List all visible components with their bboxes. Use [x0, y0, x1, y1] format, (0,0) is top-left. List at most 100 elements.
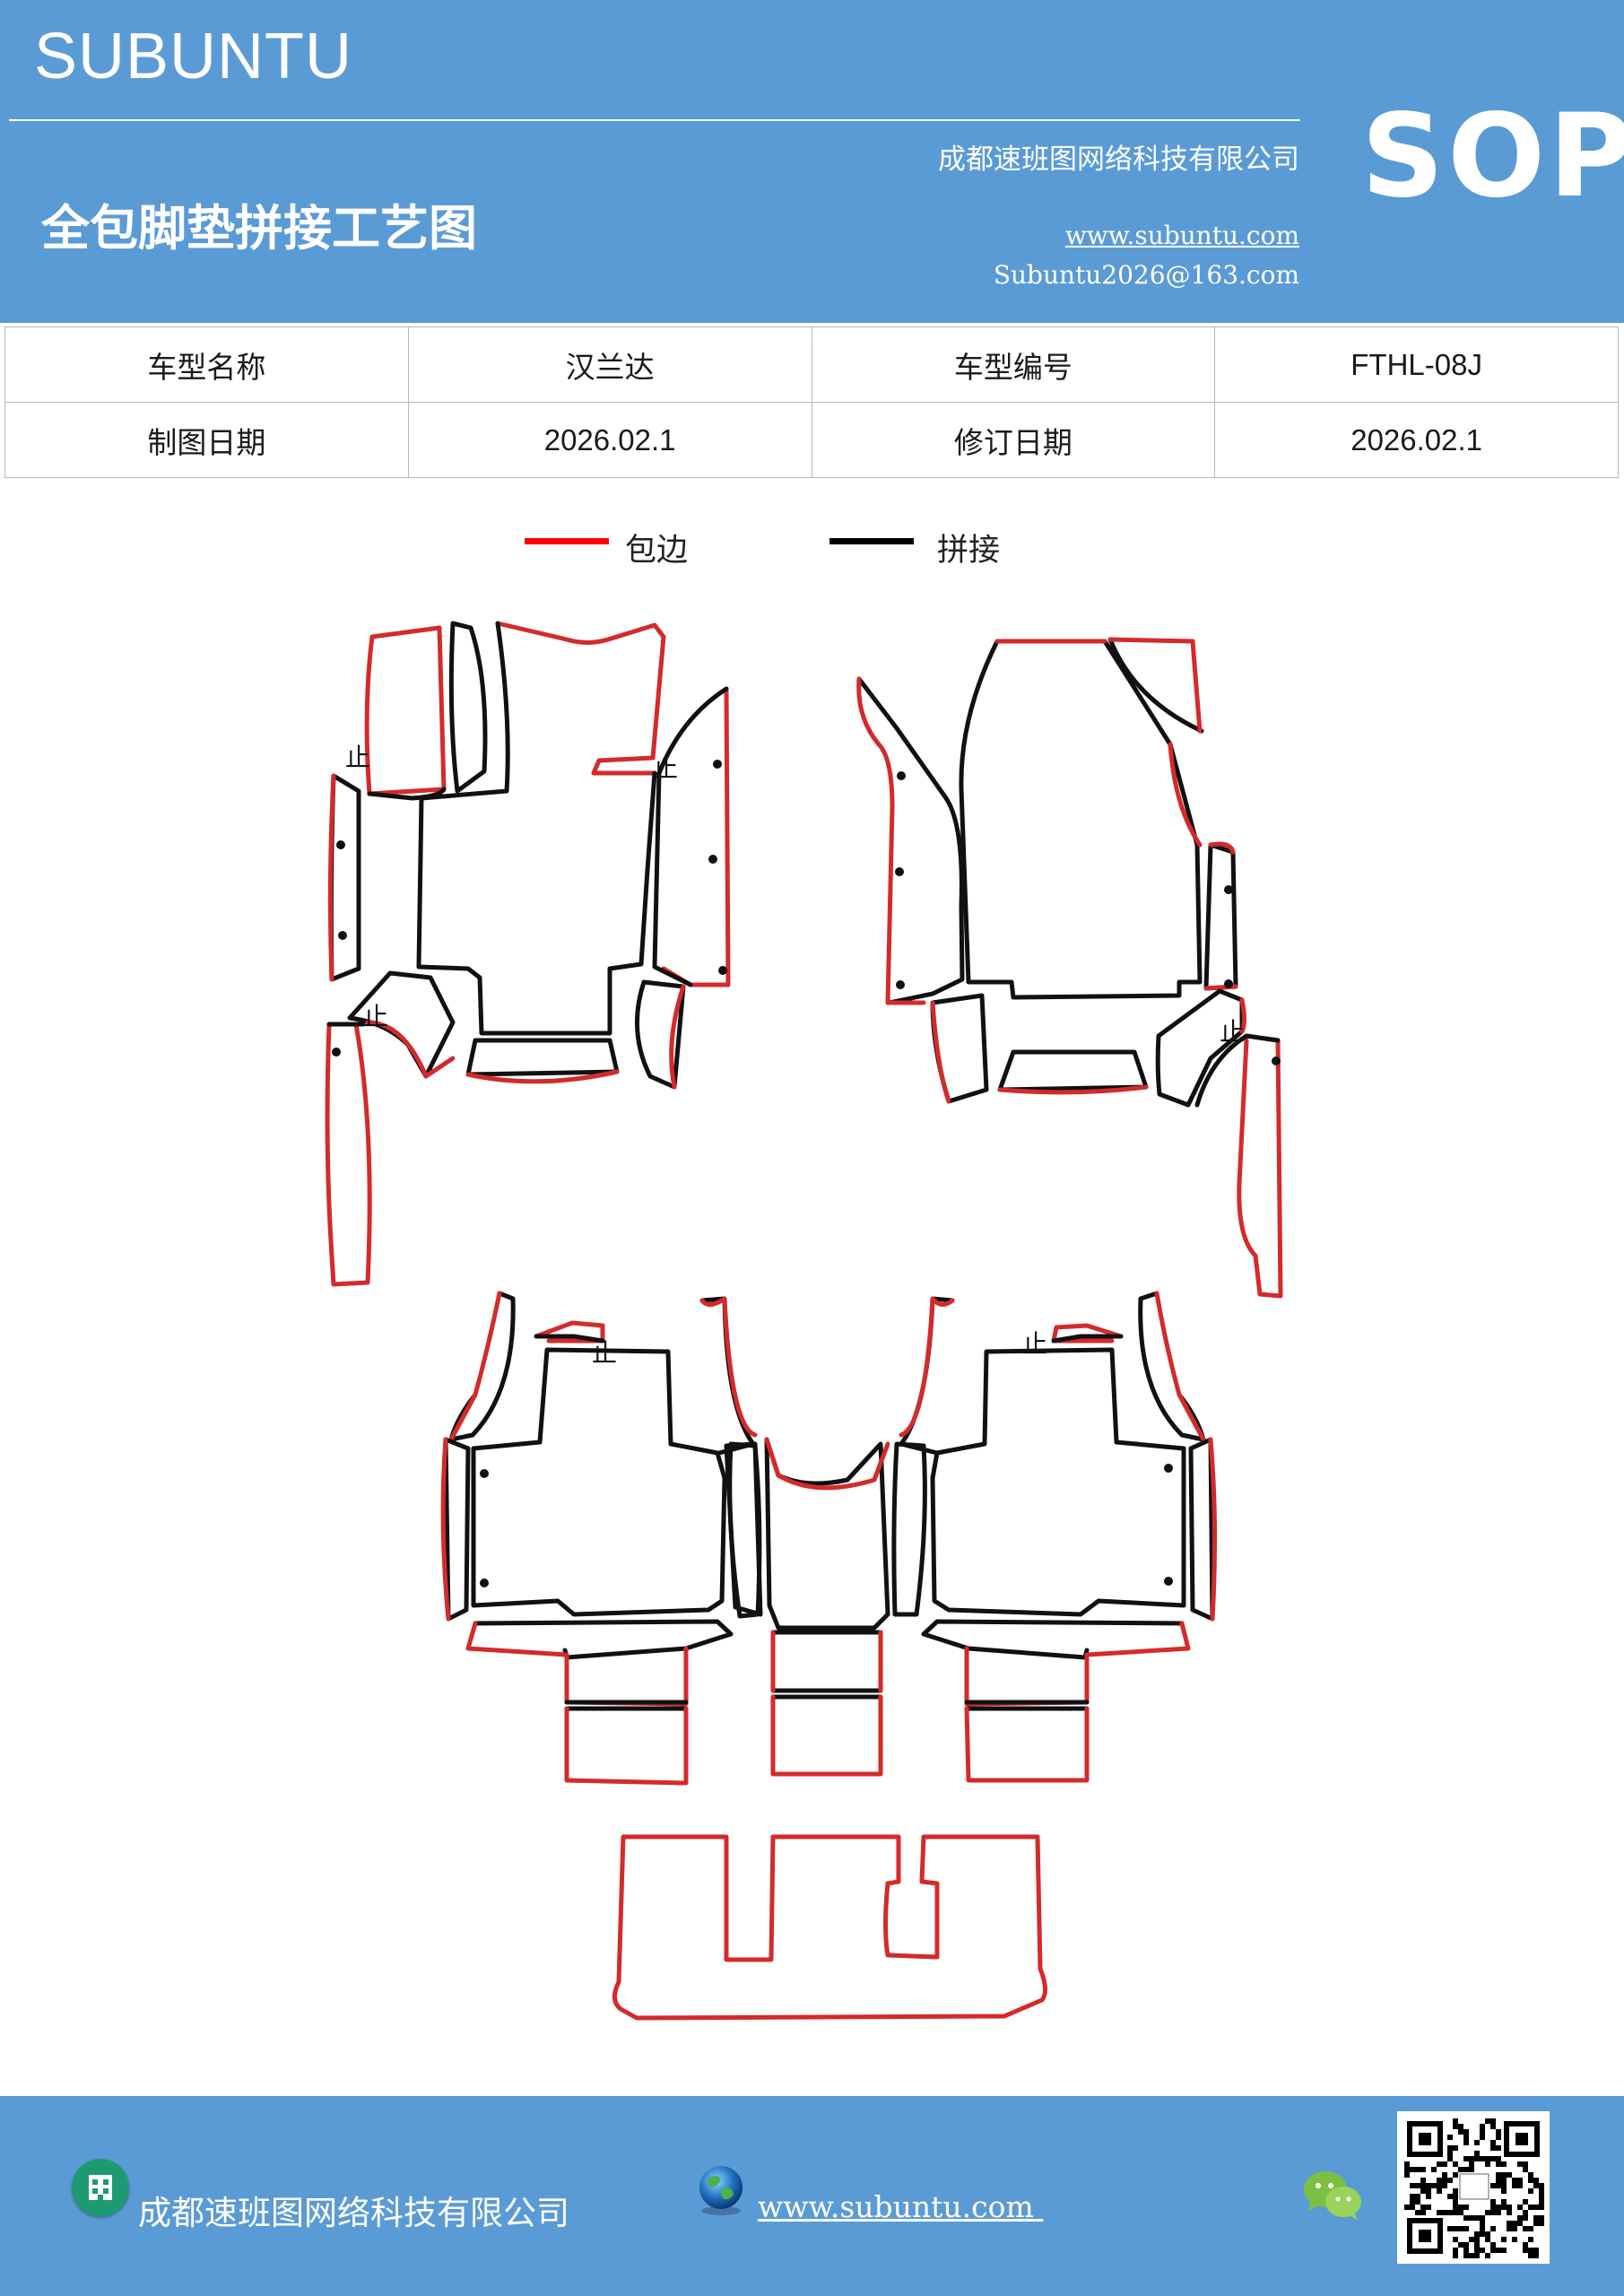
qr-module — [1415, 2194, 1420, 2199]
qr-module — [1490, 2205, 1496, 2210]
r2r-main-seam — [930, 1347, 1186, 1617]
qr-module — [1533, 2215, 1539, 2221]
stop-mark-3: 止 — [363, 1002, 388, 1031]
r2l-main-seam — [471, 1347, 727, 1617]
fl-sidepanel-edge — [364, 625, 447, 796]
r2l-leftflap-seam — [448, 1291, 516, 1442]
fr-toe-seam — [930, 993, 989, 1104]
qr-module — [1415, 2210, 1420, 2215]
building-icon — [72, 2159, 129, 2216]
qr-code[interactable] — [1397, 2111, 1550, 2264]
qr-module — [1517, 2161, 1523, 2167]
qr-module — [1501, 2178, 1507, 2183]
fr-strip-edge — [1237, 1033, 1283, 1299]
fr-main-edge — [994, 639, 1203, 848]
qr-module — [1453, 2205, 1458, 2210]
header-website-link[interactable]: www.subuntu.com — [1064, 221, 1299, 250]
wechat-icon[interactable] — [1302, 2168, 1363, 2222]
qr-module — [1410, 2167, 1415, 2172]
r2r-strip-seam — [964, 1700, 1090, 1711]
fix-dot — [1224, 979, 1233, 988]
r2l-rightflap-edge — [699, 1296, 758, 1438]
second-row-right-mat-group — [899, 1291, 1218, 1783]
qr-module — [1453, 2172, 1458, 2178]
fl-corner-edge — [365, 1020, 456, 1079]
qr-module — [1485, 2161, 1490, 2167]
header-banner: SUBUNTU SOP 全包脚垫拼接工艺图 成都速班图网络科技有限公司 www.… — [0, 0, 1624, 323]
qr-module — [1453, 2188, 1458, 2194]
label-revision-date: 修订日期 — [811, 402, 1216, 478]
fr-corner-edge — [1239, 997, 1246, 1034]
qr-module — [1533, 2183, 1539, 2188]
qr-module — [1523, 2210, 1528, 2215]
qr-module — [1480, 2231, 1485, 2237]
header-email: Subuntu2026@163.com — [993, 260, 1299, 290]
fr-cap-seam — [1107, 637, 1204, 734]
qr-module — [1415, 2183, 1420, 2188]
qr-module — [1474, 2237, 1480, 2242]
qr-module — [1496, 2145, 1501, 2151]
qr-module — [1517, 2205, 1523, 2210]
fix-dot — [332, 1048, 341, 1057]
qr-module — [1517, 2183, 1523, 2188]
qr-module — [1496, 2210, 1501, 2215]
qr-module — [1490, 2210, 1496, 2215]
qr-module — [1442, 2183, 1447, 2188]
qr-module — [1453, 2237, 1458, 2242]
qr-module — [1485, 2118, 1490, 2124]
qr-module — [1463, 2205, 1469, 2210]
fl-footrest-edge — [327, 773, 336, 982]
label-model-name: 车型名称 — [4, 326, 409, 403]
fl-toe-edge — [669, 984, 686, 1090]
qr-module — [1404, 2161, 1410, 2167]
legend-edge-label: 包边 — [625, 533, 689, 569]
footer-website-link[interactable]: www.subuntu.com — [758, 2189, 1044, 2224]
value-drawing-date: 2026.02.1 — [407, 402, 812, 478]
fl-right-seam — [652, 686, 729, 987]
brand-logo: SUBUNTU — [34, 21, 353, 92]
qr-module — [1474, 2253, 1480, 2258]
fr-heel-edge — [997, 1084, 1149, 1095]
qr-module — [1485, 2210, 1490, 2215]
qr-module — [1453, 2124, 1458, 2129]
fl-strip-edge — [325, 1022, 372, 1287]
qr-module — [1528, 2188, 1533, 2194]
qr-module — [1539, 2221, 1544, 2226]
qr-module — [1480, 2215, 1485, 2221]
qr-module — [1437, 2161, 1442, 2167]
header-divider — [9, 119, 1300, 121]
r2c-strip-seam — [770, 1630, 883, 1700]
qr-module — [1501, 2237, 1507, 2242]
qr-module — [1533, 2221, 1539, 2226]
qr-module — [1539, 2183, 1544, 2188]
fl-right-edge — [661, 686, 731, 987]
qr-module — [1507, 2226, 1512, 2231]
qr-module — [1523, 2226, 1528, 2231]
front-right-mat-group — [856, 637, 1283, 1299]
qr-module — [1517, 2215, 1523, 2221]
stop-mark-5: 止 — [592, 1338, 617, 1368]
qr-module — [1431, 2183, 1437, 2188]
qr-module — [1490, 2183, 1496, 2188]
qr-module — [1490, 2242, 1496, 2248]
qr-module — [1485, 2253, 1490, 2258]
qr-module — [1496, 2248, 1501, 2253]
qr-module — [1480, 2156, 1485, 2161]
qr-module — [1523, 2248, 1528, 2253]
fix-dot — [708, 855, 717, 864]
fr-strip-seam — [1194, 1033, 1281, 1108]
r2c-main-edge — [764, 1437, 890, 1491]
fl-toe-seam — [635, 979, 686, 1090]
qr-module — [1447, 2210, 1453, 2215]
qr-module — [1453, 2118, 1458, 2124]
qr-module — [1458, 2205, 1463, 2210]
qr-module — [1404, 2205, 1410, 2210]
qr-module — [1426, 2205, 1431, 2210]
qr-module — [1463, 2140, 1469, 2145]
qr-module — [1523, 2161, 1528, 2167]
qr-module — [1463, 2135, 1469, 2140]
qr-module — [1490, 2118, 1496, 2124]
qr-module — [1512, 2178, 1517, 2183]
qr-module — [1442, 2210, 1447, 2215]
qr-module — [1496, 2205, 1501, 2210]
